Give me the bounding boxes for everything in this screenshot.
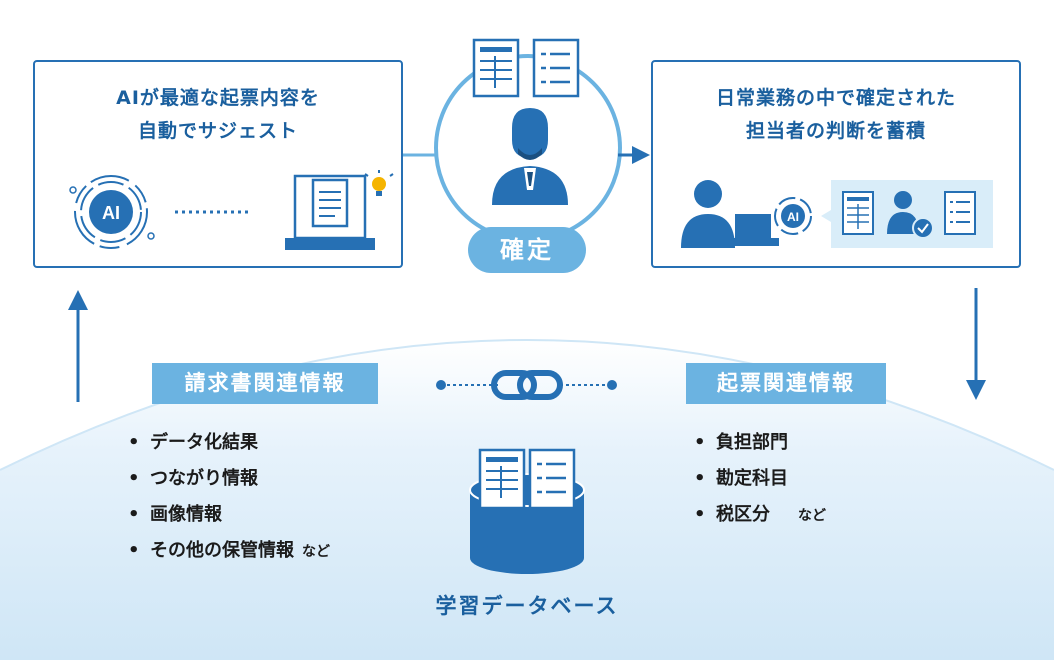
chain-link-icon [436, 370, 617, 400]
list-item: データ化結果 [124, 425, 330, 461]
ai-chip-icon: AI [69, 175, 155, 249]
manager-icon [492, 108, 568, 205]
list-item: 画像情報 [124, 497, 330, 533]
judgment-title-line2: 担当者の判断を蓄積 [745, 120, 926, 142]
list-item: 勘定科目 [690, 461, 826, 497]
etc-label: など [798, 508, 826, 524]
approver-check-icon [887, 191, 934, 239]
confirm-badge: 確定 [468, 227, 586, 273]
list-item: 負担部門 [690, 425, 826, 461]
db-spreadsheet-icon [478, 448, 526, 510]
judgment-accumulation-box: 日常業務の中で確定された 担当者の判断を蓄積 AI [651, 60, 1021, 268]
ai-suggest-box: AIが最適な起票内容を 自動でサジェスト AI [33, 60, 403, 268]
ai-suggest-title-line1: AIが最適な起票内容を [116, 87, 320, 109]
database-icon [469, 448, 585, 574]
database-label: 学習データベース [435, 594, 619, 618]
ai-small-icon: AI [774, 197, 812, 235]
voucher-info-tag: 起票関連情報 [686, 363, 886, 404]
list-item: つながり情報 [124, 461, 330, 497]
spreadsheet-doc-icon [842, 191, 874, 235]
arrow-to-right-box [618, 146, 650, 164]
invoice-info-tag: 請求書関連情報 [152, 363, 378, 404]
speech-bubble [821, 180, 993, 248]
judgment-title-line1: 日常業務の中で確定された [715, 87, 956, 109]
arrow-down-right [966, 288, 986, 400]
db-list-icon [528, 448, 576, 510]
list-doc-icon [944, 191, 976, 235]
lightbulb-icon [364, 170, 394, 196]
ai-badge: AI [102, 203, 120, 223]
ai-suggest-title-line2: 自動でサジェスト [137, 120, 298, 142]
ai-badge-small: AI [787, 210, 799, 224]
operator-icon [681, 180, 779, 248]
document-list-icon-top [532, 38, 580, 98]
laptop-document-icon [285, 170, 394, 250]
ai-suggest-illustration: AI [69, 170, 394, 250]
etc-label: など [302, 544, 330, 560]
arrow-up-left [68, 290, 88, 402]
document-spreadsheet-icon-top [472, 38, 520, 98]
judgment-illustration: AI [681, 180, 993, 248]
database-area-edge [0, 339, 1054, 471]
